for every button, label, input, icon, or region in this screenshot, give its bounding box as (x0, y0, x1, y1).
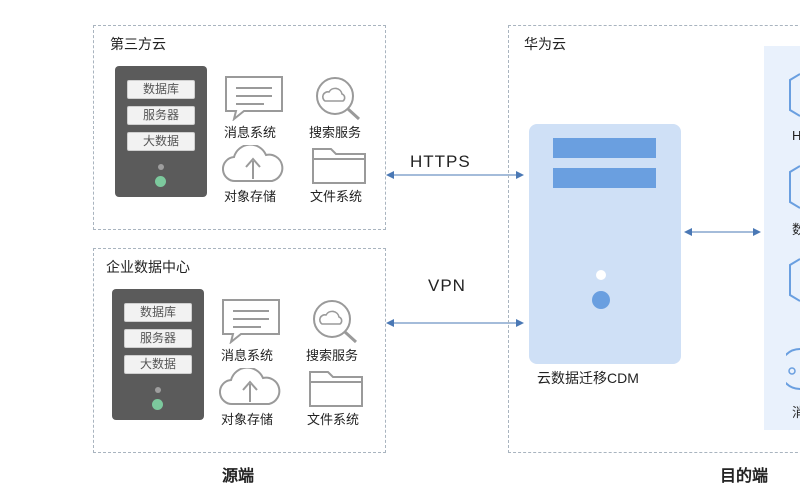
cdm-label: 云数据迁移CDM (537, 370, 639, 386)
hexagon-icon (789, 73, 800, 117)
file-system-label: 文件系统 (307, 412, 360, 427)
vpn-label: VPN (428, 276, 466, 295)
file-system-icon (312, 148, 366, 184)
destination-label-xiao: 消 (792, 405, 800, 420)
huawei-cloud-title: 华为云 (524, 36, 566, 52)
enterprise-datacenter-box (93, 248, 386, 453)
cdm-bar-bottom (553, 168, 656, 188)
cdm-server (529, 124, 681, 364)
server-slot-server: 服务器 (124, 329, 192, 348)
third-party-cloud-title: 第三方云 (110, 36, 166, 52)
object-storage-label: 对象存储 (224, 189, 277, 204)
third-party-server: 数据库 服务器 大数据 (115, 66, 207, 197)
cdm-indicator-light (596, 270, 606, 280)
message-icon (786, 348, 800, 390)
server-slot-database: 数据库 (124, 303, 192, 322)
search-service-icon (313, 300, 358, 344)
server-slot-server: 服务器 (127, 106, 195, 125)
server-led-gray (155, 387, 161, 393)
message-system-icon (222, 299, 280, 344)
message-system-label: 消息系统 (221, 348, 274, 363)
destination-label-h: H (792, 128, 800, 143)
file-system-label: 文件系统 (310, 189, 363, 204)
enterprise-datacenter-title: 企业数据中心 (106, 259, 190, 275)
huawei-cloud-box (508, 25, 800, 453)
enterprise-server: 数据库 服务器 大数据 (112, 289, 204, 420)
server-led-green (155, 176, 166, 187)
object-storage-label: 对象存储 (221, 412, 274, 427)
https-label: HTTPS (410, 152, 471, 171)
database-icon (789, 165, 800, 209)
server-led-green (152, 399, 163, 410)
destination-label-shu: 数 (792, 222, 800, 237)
destination-label: 目的端 (720, 468, 769, 485)
server-slot-bigdata: 大数据 (127, 132, 195, 151)
server-led-gray (158, 164, 164, 170)
search-service-label: 搜索服务 (309, 125, 362, 140)
file-system-icon (309, 371, 363, 407)
cdm-indicator-dot (592, 291, 610, 309)
object-storage-icon (219, 368, 281, 406)
third-party-cloud-box (93, 25, 386, 230)
cdm-bar-top (553, 138, 656, 158)
hexagon-icon (789, 258, 800, 302)
server-slot-database: 数据库 (127, 80, 195, 99)
object-storage-icon (222, 145, 284, 183)
source-label: 源端 (222, 468, 255, 485)
server-slot-bigdata: 大数据 (124, 355, 192, 374)
destination-panel (764, 46, 800, 430)
search-service-label: 搜索服务 (306, 348, 359, 363)
search-service-icon (316, 77, 361, 121)
message-system-label: 消息系统 (224, 125, 277, 140)
message-system-icon (225, 76, 283, 121)
